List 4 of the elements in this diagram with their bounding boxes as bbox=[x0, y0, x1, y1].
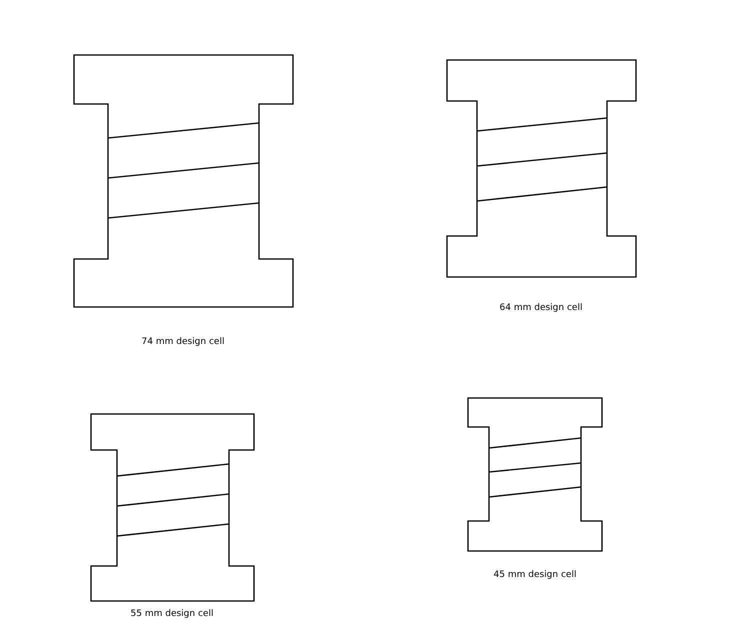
drawing-caption: 45 mm design cell bbox=[494, 570, 576, 581]
drawing-caption: 64 mm design cell bbox=[500, 303, 582, 314]
drawing-caption: 55 mm design cell bbox=[130, 609, 214, 620]
drawing-caption: 74 mm design cell bbox=[142, 337, 224, 348]
